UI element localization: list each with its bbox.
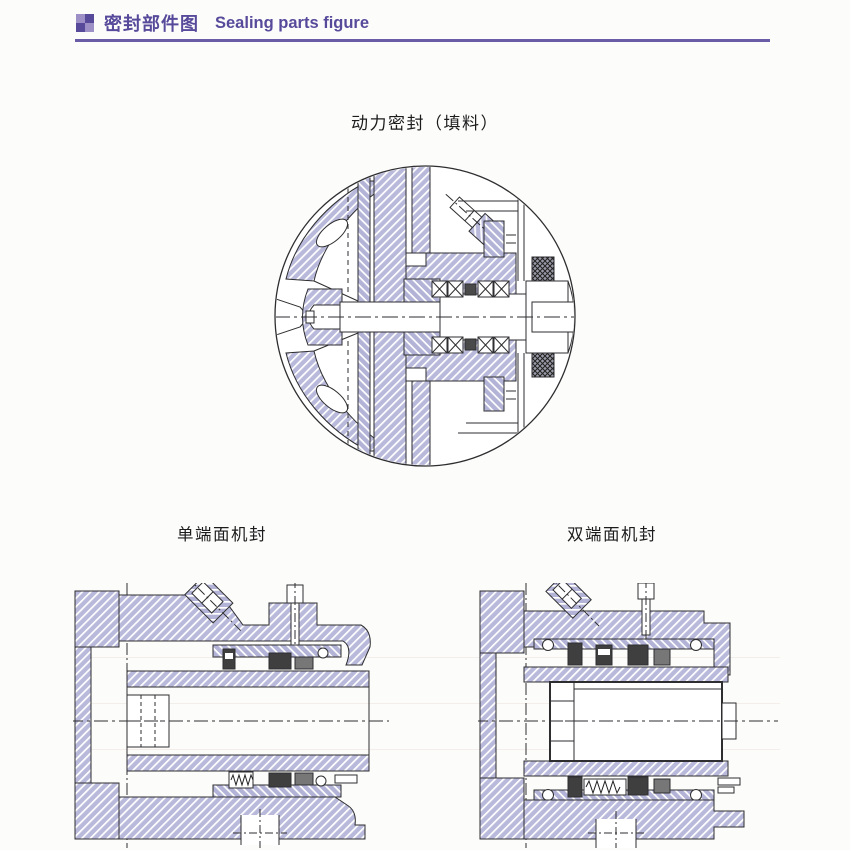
single-seal-graphics: [73, 583, 389, 848]
double-seal-figure-label: 双端面机封: [567, 526, 657, 544]
header-title-en: Sealing parts figure: [215, 13, 370, 32]
gland-bolt: [286, 583, 304, 653]
packing-seal-figure: [274, 165, 576, 467]
header-title-zh: 密封部件图: [104, 14, 199, 34]
packing-section-graphics: [276, 167, 574, 465]
checker-icon: [76, 14, 94, 32]
gland-bolt: [637, 583, 655, 643]
single-seal-figure-label: 单端面机封: [177, 526, 267, 544]
upper-seal-assembly: [533, 638, 715, 668]
flush-boss: [545, 583, 600, 627]
lower-seal-assembly: [212, 770, 358, 798]
page-bleedthrough-line: [88, 657, 780, 658]
double-seal-figure: [478, 583, 778, 848]
double-seal-graphics: [478, 583, 778, 848]
upper-seal-assembly: [212, 644, 342, 672]
flush-boss: [184, 583, 242, 632]
packing-rings-bottom: [431, 336, 510, 354]
page-header: 密封部件图 Sealing parts figure: [76, 10, 369, 36]
page-bleedthrough-line: [88, 703, 780, 704]
lower-seal-assembly: [533, 775, 741, 801]
single-seal-figure: [73, 583, 389, 848]
header-rule: [75, 39, 770, 42]
packing-figure-label: 动力密封（填料）: [351, 114, 499, 133]
packing-rings-top: [431, 280, 510, 298]
page-bleedthrough-line: [88, 749, 780, 750]
